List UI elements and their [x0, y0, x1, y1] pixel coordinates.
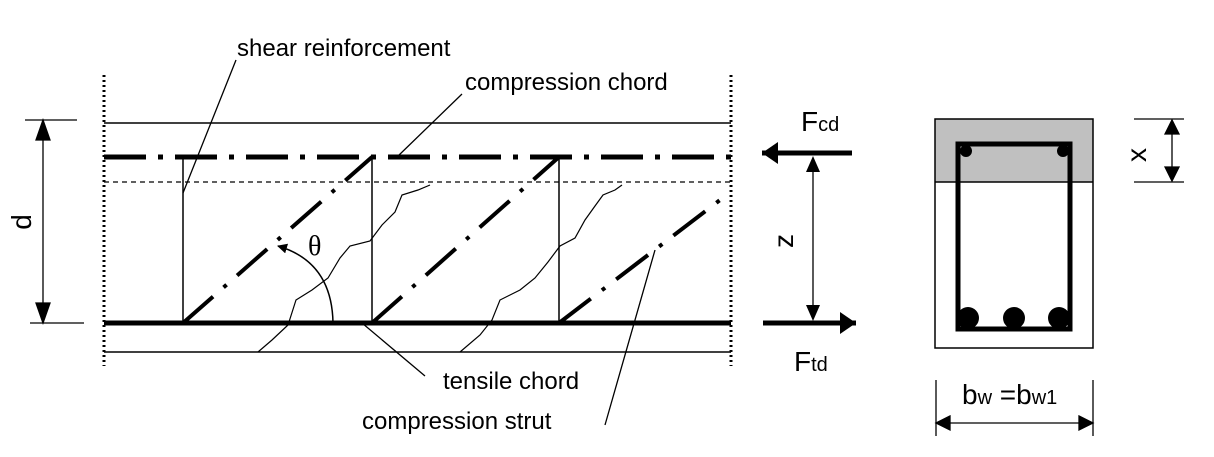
- strut-3: [557, 198, 722, 325]
- compression-chord-label: compression chord: [465, 69, 668, 96]
- top-bar-right: [1057, 145, 1069, 157]
- tensile-chord-label: tensile chord: [443, 368, 579, 395]
- tensile-chord-leader: [361, 322, 426, 377]
- top-bar-left: [960, 145, 972, 157]
- compression-strut-leader: [604, 249, 656, 426]
- bottom-bar-3: [1048, 307, 1070, 329]
- theta-label: θ: [308, 231, 321, 262]
- crack-2: [459, 184, 623, 353]
- compression-chord-leader: [396, 93, 463, 158]
- section-outline: [934, 118, 1094, 349]
- leader-lines: [182, 59, 656, 426]
- theta-arc: [277, 243, 334, 324]
- shear-reinforcement-leader: [182, 59, 237, 194]
- cross-section: [934, 118, 1094, 349]
- compression-force-label: Fcd: [801, 106, 839, 137]
- depth-label: d: [6, 214, 37, 230]
- lever-arm-label: z: [768, 234, 799, 248]
- compression-strut-label: compression strut: [362, 408, 552, 435]
- neutral-axis-label: x: [1121, 148, 1152, 162]
- force-diagram: [762, 142, 856, 334]
- width-dimension: [934, 380, 1095, 436]
- bottom-bar-2: [1003, 307, 1025, 329]
- bottom-bar-1: [957, 307, 979, 329]
- tension-force-label: Ftd: [794, 346, 828, 377]
- shear-reinforcement-label: shear reinforcement: [237, 35, 451, 62]
- neutral-axis-dimension: [1134, 118, 1184, 183]
- beam-elevation: [102, 75, 733, 366]
- section-width-label: bw =bw1: [962, 379, 1057, 410]
- crack-1: [257, 184, 431, 353]
- depth-dimension: [25, 118, 84, 325]
